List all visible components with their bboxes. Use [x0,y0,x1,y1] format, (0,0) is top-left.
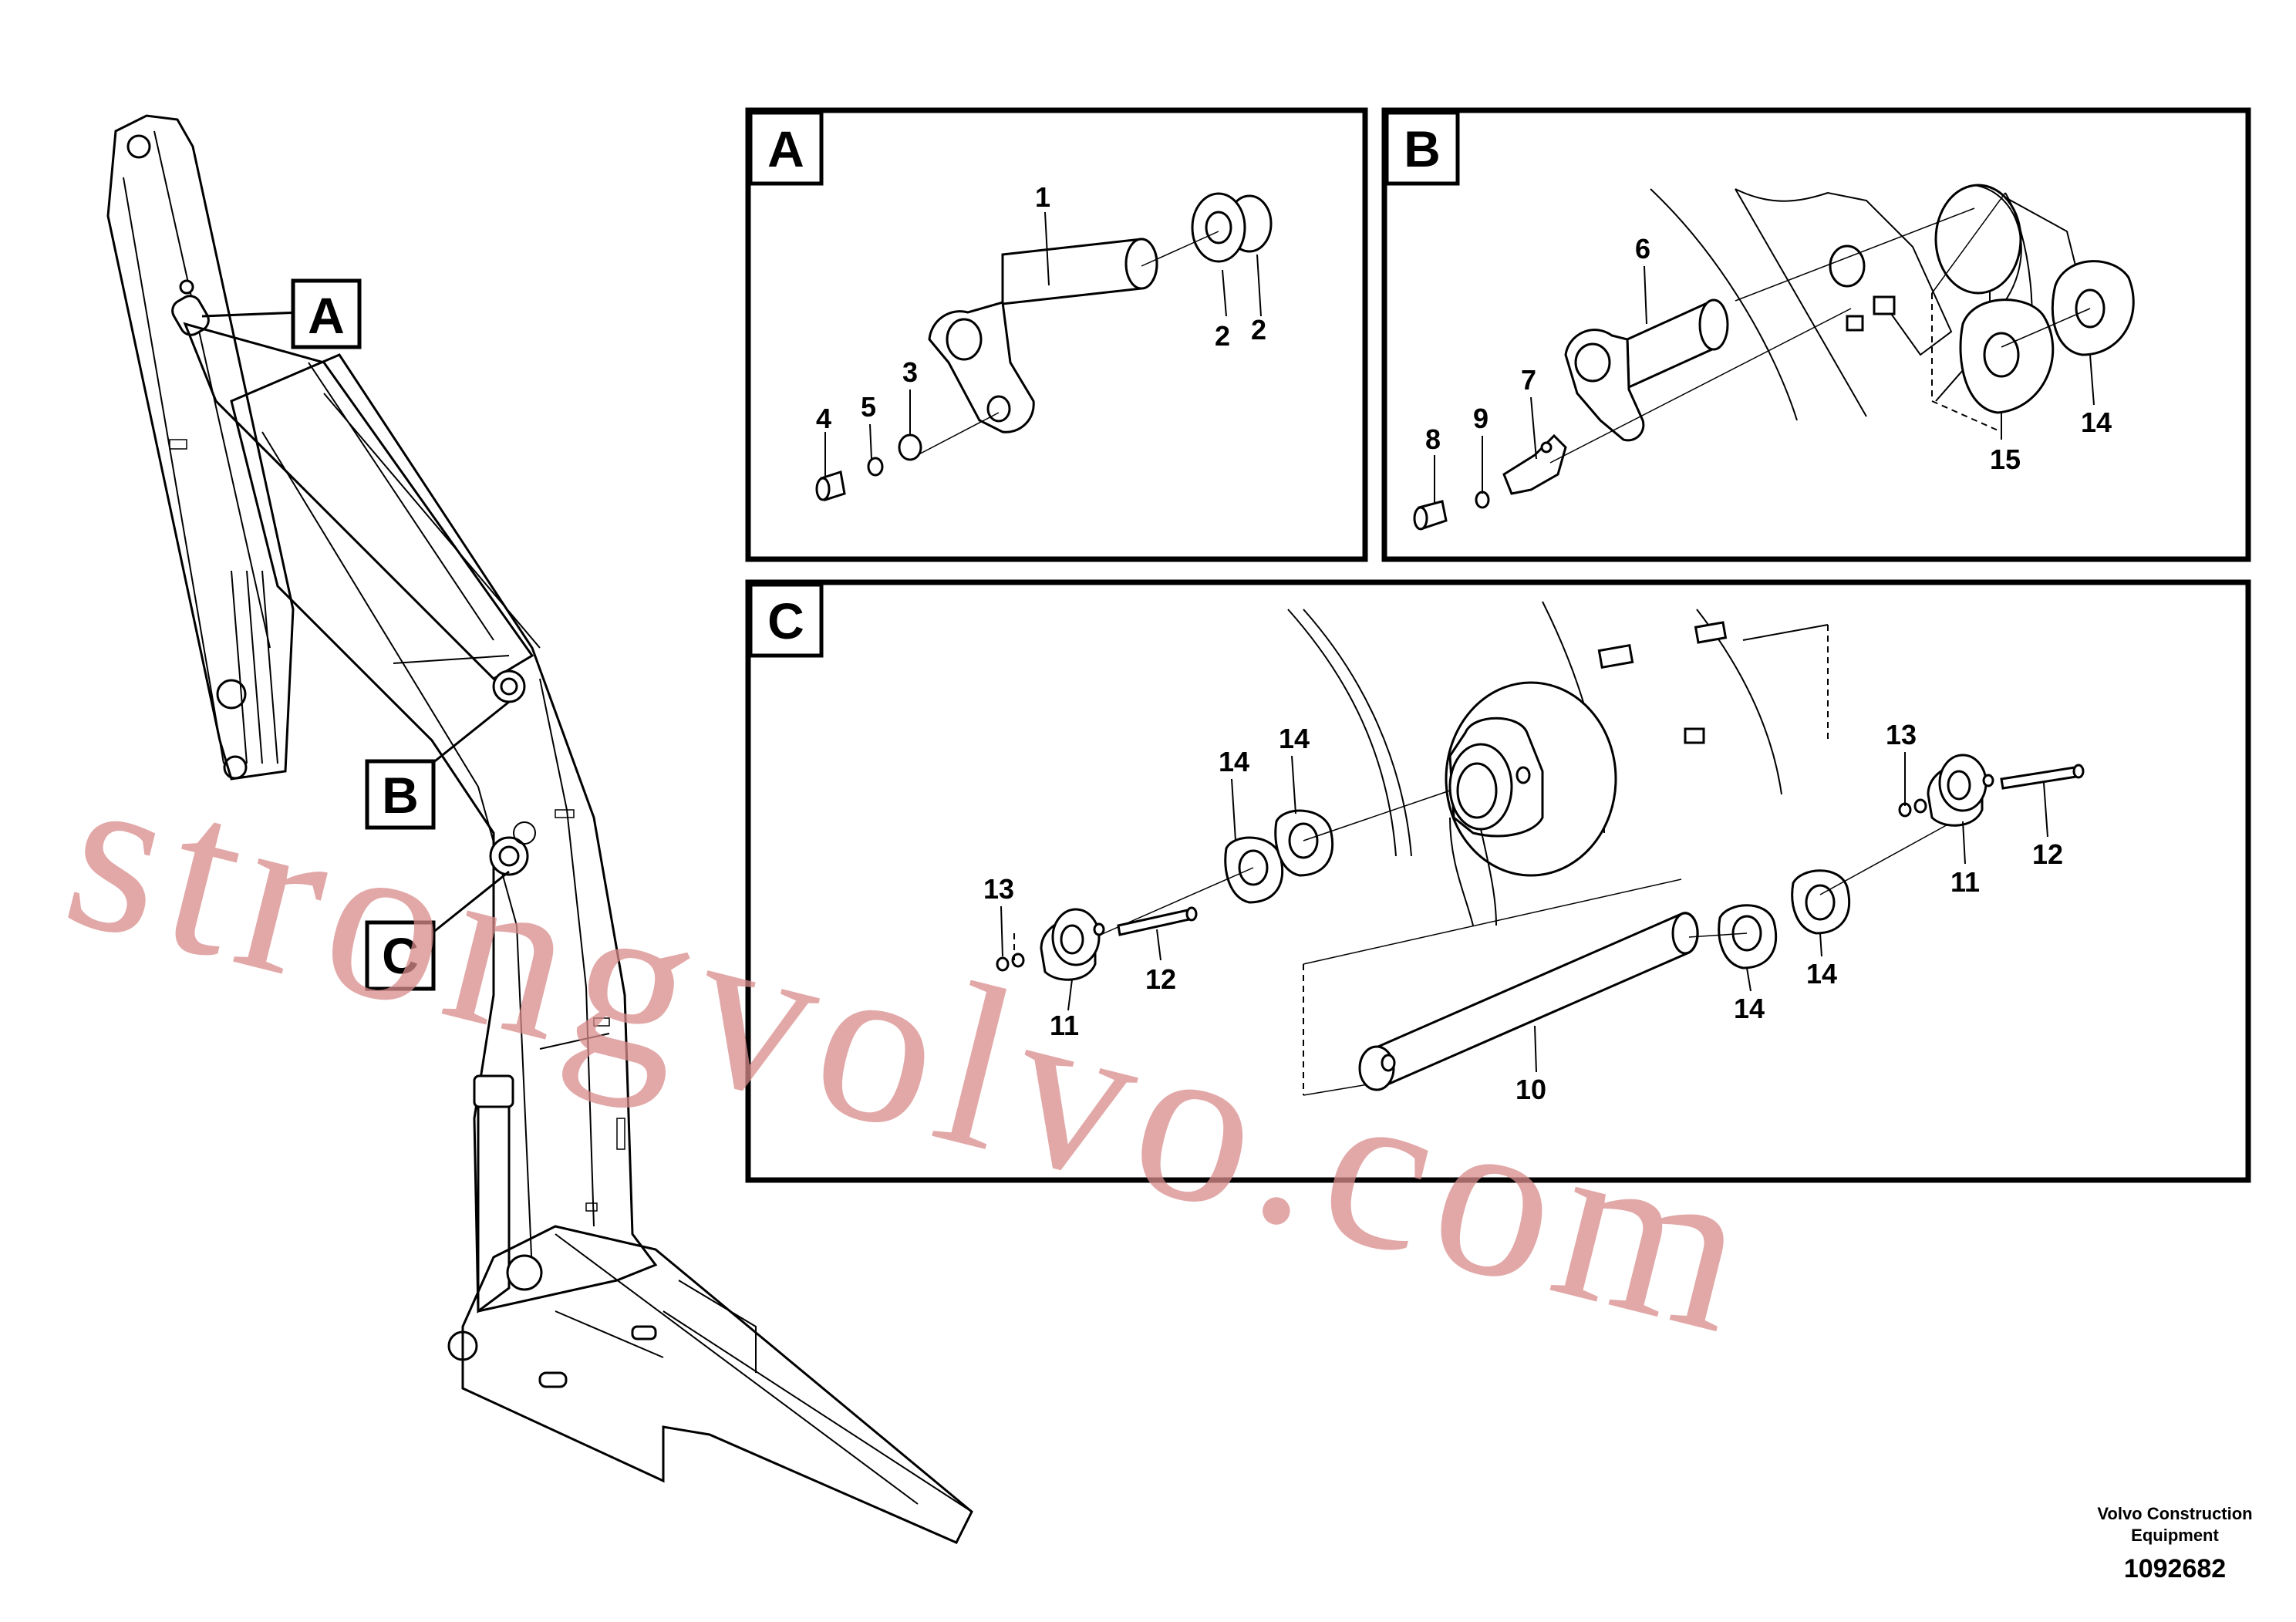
part-number-label: 14 [2081,406,2112,438]
part-number-label: 6 [1635,233,1650,265]
part-number-label: 12 [2032,838,2063,870]
drawing-number: 1092682 [2124,1554,2226,1583]
part-number-label: 5 [861,391,876,423]
part-number-label: 10 [1515,1074,1546,1105]
callout-letter: C [382,927,419,984]
part-number-label: 9 [1473,403,1489,434]
detail-panel-b: B [1381,107,2251,562]
part-number-label: 8 [1425,423,1441,455]
part-number-label: 15 [1990,443,2021,475]
credit-block: Volvo Construction Equipment 1092682 [2097,1504,2252,1583]
part-number-label: 11 [1050,1010,1079,1041]
part-number-label: 13 [983,873,1014,905]
credit-line: Volvo Construction [2097,1504,2252,1523]
part-number-label: 11 [1950,866,1980,898]
credit-line: Equipment [2131,1526,2219,1545]
callout-c-leader [431,870,510,935]
part-number-label: 13 [1886,719,1917,750]
callout-b[interactable]: B [365,759,436,830]
part-number-label: 14 [1734,993,1765,1024]
part-number-label: 1 [1035,181,1050,213]
boom-arm-drawing [106,114,973,1544]
callout-b-leader [431,700,510,765]
callout-c[interactable]: C [365,920,436,991]
part-number-label: 2 [1215,320,1230,352]
panel-letter: A [767,120,804,177]
detail-panel-c: C [745,579,2251,1183]
callout-letter: A [308,287,345,344]
part-number-label: 4 [816,403,831,434]
panel-letter: C [767,592,804,649]
part-number-label: 2 [1251,314,1266,346]
part-number-label: 12 [1145,963,1176,995]
callout-a-leader [201,311,302,318]
callout-letter: B [382,767,419,824]
part-number-label: 14 [1806,958,1837,990]
part-number-label: 7 [1521,364,1536,396]
part-number-label: 3 [902,356,918,388]
part-number-label: 14 [1219,746,1249,777]
panel-letter: B [1404,120,1441,177]
callout-a[interactable]: A [291,278,362,349]
detail-panel-a: A 1 2 2 3 4 5 [745,107,1368,562]
part-number-label: 14 [1279,723,1310,754]
